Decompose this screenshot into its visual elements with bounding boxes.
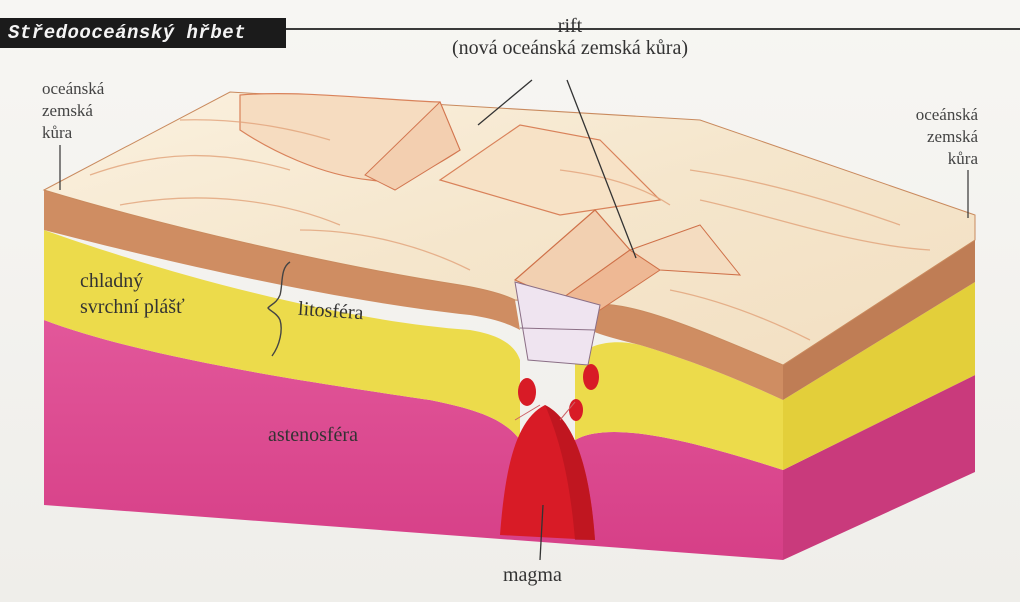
magma-droplet-right-top bbox=[583, 364, 599, 390]
label-cold-mantle: chladný svrchní plášť bbox=[80, 268, 185, 320]
diagram-title: Středooceánský hřbet bbox=[0, 18, 286, 48]
label-crust-right: oceánská zemská kůra bbox=[890, 104, 978, 170]
label-crust-left: oceánská zemská kůra bbox=[42, 78, 104, 144]
label-asthenosphere: astenosféra bbox=[268, 424, 358, 446]
label-magma: magma bbox=[503, 564, 562, 586]
label-rift: rift (nová oceánská zemská kůra) bbox=[420, 15, 720, 59]
magma-droplet-right bbox=[569, 399, 583, 421]
magma-droplet-left bbox=[518, 378, 536, 406]
label-lithosphere: litosféra bbox=[297, 298, 364, 325]
